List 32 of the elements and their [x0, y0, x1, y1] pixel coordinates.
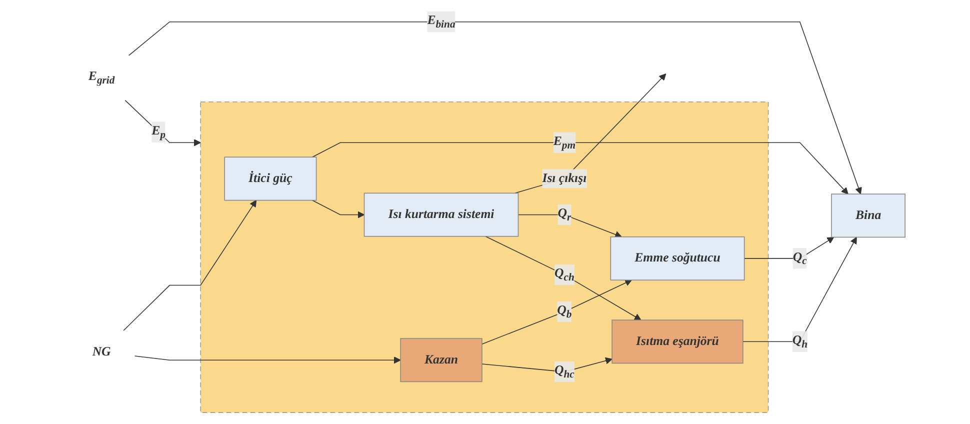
arrow: [123, 200, 257, 331]
cluster: [200, 101, 769, 413]
node-text: NG: [92, 344, 112, 358]
arrow: [134, 356, 402, 364]
edge-label: Isı çıkışı: [542, 172, 587, 186]
edge-label: Q$_{hc}$: [554, 364, 575, 380]
arrow: [312, 200, 365, 218]
arrow: [125, 100, 202, 146]
arrow: [518, 214, 622, 238]
node-text: E$_{grid}$: [88, 70, 115, 86]
arrow: [312, 142, 849, 194]
node-box: Kazan: [400, 338, 483, 382]
node-box: Emme soğutucu: [610, 236, 745, 280]
edge-label: Q$_{ch}$: [554, 266, 575, 283]
arrow: [482, 280, 632, 345]
edge-label: E$_{p}$: [152, 124, 166, 140]
edge-label: Q$_{b}$: [557, 304, 572, 320]
edge-label: Q$_{r}$: [558, 206, 572, 223]
arrow: [485, 236, 642, 320]
edge-label: E$_{bina}$: [427, 14, 456, 30]
arrow: [482, 357, 613, 372]
edge-label: E$_{pm}$: [554, 134, 576, 151]
node-box: Isıtma eşanjörü: [612, 320, 744, 364]
arrow: [514, 74, 666, 194]
edge-label: Q$_{h}$: [792, 334, 808, 350]
arrow: [744, 236, 834, 259]
node-box: Isı kurtarma sistemi: [364, 192, 519, 237]
node-box: Bina: [831, 194, 906, 238]
node-box: İtici güç: [224, 156, 317, 201]
edge-label: Q$_{c}$: [793, 250, 808, 267]
arrow: [742, 236, 858, 342]
arrow: [128, 21, 862, 194]
